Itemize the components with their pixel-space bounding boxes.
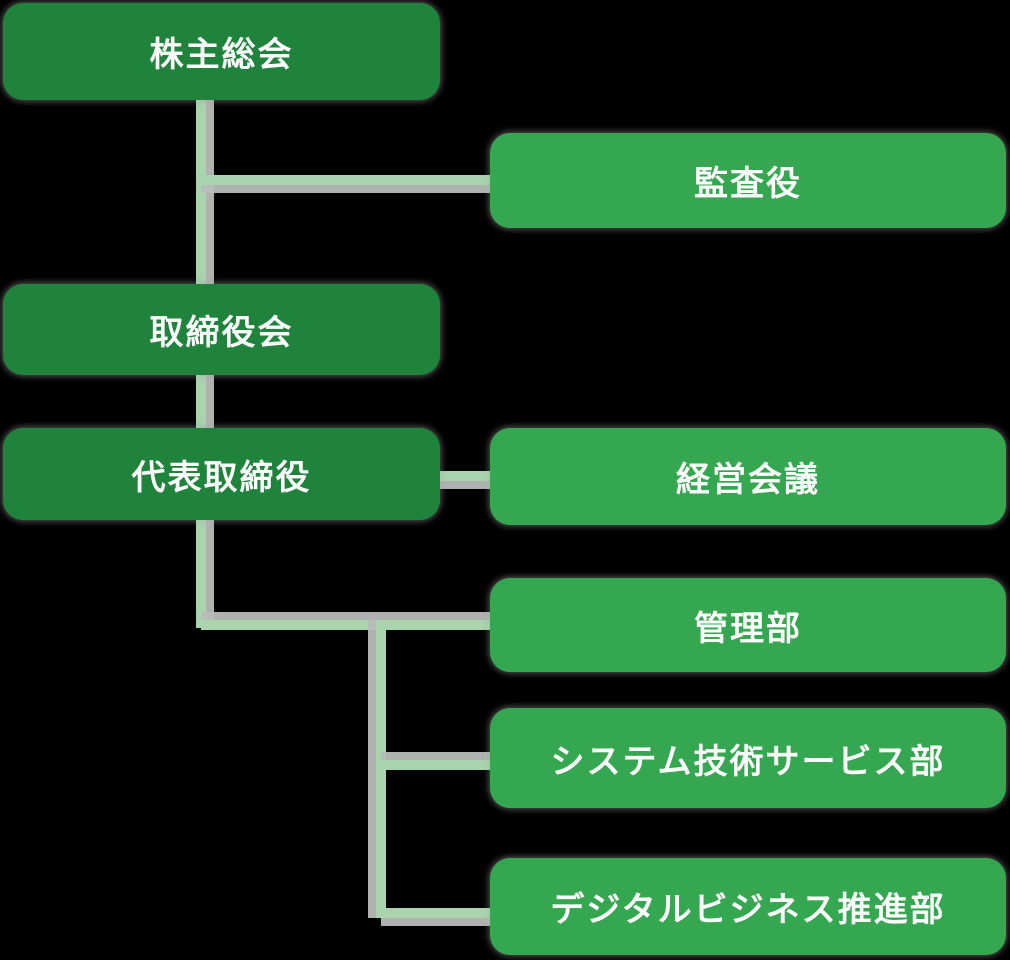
connector-to-administration-dept — [201, 620, 490, 630]
org-node-label: 株主総会 — [149, 36, 294, 74]
connector-to-system-tech-service-dept — [381, 760, 490, 770]
org-node-administration-dept: 管理部 — [490, 578, 1006, 672]
connector-to-auditor — [201, 175, 490, 185]
org-node-label: 経営会議 — [676, 461, 820, 499]
org-node-label: 代表取締役 — [131, 458, 312, 497]
org-node-label: 取締役会 — [149, 314, 294, 352]
org-node-system-tech-service-dept: システム技術サービス部 — [490, 708, 1006, 808]
connector-representative-down — [196, 520, 206, 628]
connector-to-digital-business-dept — [381, 908, 490, 918]
connector-board-to-representative — [196, 375, 206, 428]
org-node-auditor: 監査役 — [490, 133, 1006, 228]
org-node-label: 監査役 — [694, 165, 802, 203]
org-node-board-of-directors: 取締役会 — [3, 284, 440, 375]
org-node-shareholders-meeting: 株主総会 — [3, 3, 440, 100]
org-node-management-meeting: 経営会議 — [490, 428, 1006, 525]
org-node-digital-business-dept: デジタルビジネス推進部 — [490, 858, 1006, 955]
org-node-representative-director: 代表取締役 — [3, 428, 440, 520]
connector-shareholders-to-board — [196, 100, 206, 284]
org-node-label: 管理部 — [694, 609, 802, 648]
org-node-label: システム技術サービス部 — [550, 742, 946, 781]
connector-representative-to-management-meeting — [440, 471, 490, 481]
org-node-label: デジタルビジネス推進部 — [550, 891, 946, 929]
